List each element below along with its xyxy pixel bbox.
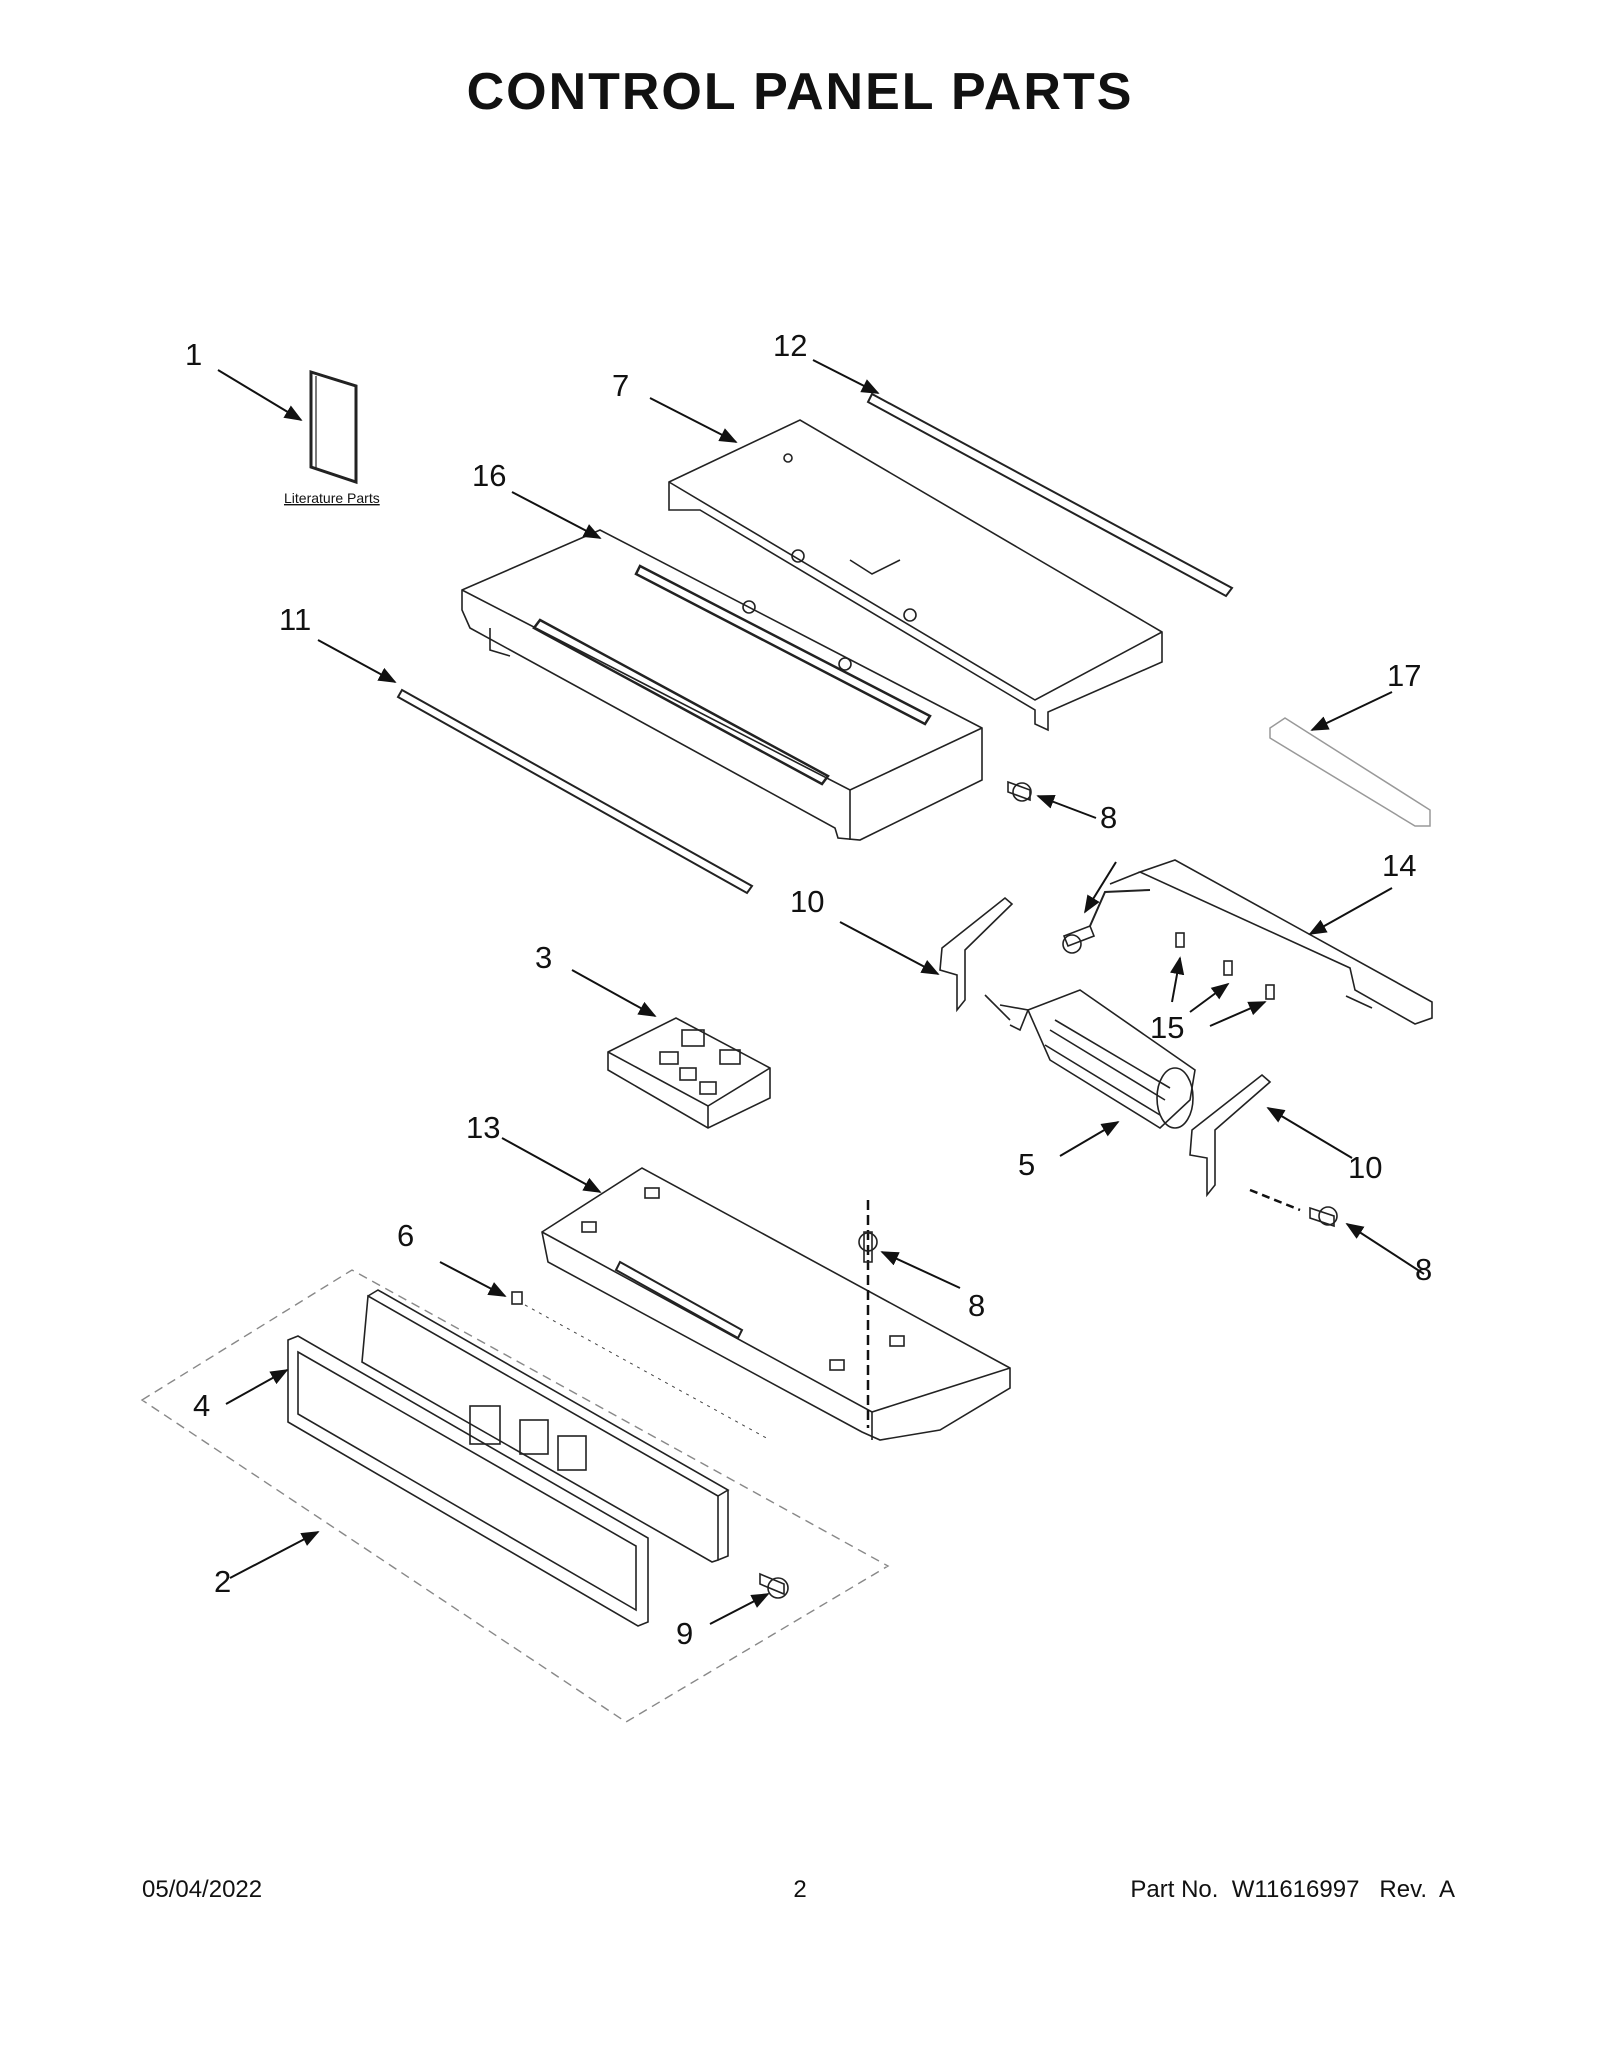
footer-date: 05/04/2022	[142, 1876, 263, 1903]
literature-parts-booklet	[309, 369, 358, 485]
callout-16: 16	[472, 458, 506, 493]
screw-8-right	[1309, 1206, 1338, 1228]
footer-page-number: 2	[793, 1876, 807, 1903]
console-panel	[361, 1289, 730, 1563]
callout-8-plate: 8	[968, 1288, 985, 1323]
fan-mounting-bracket	[1109, 859, 1433, 1025]
callout-2: 2	[214, 1564, 231, 1599]
callout-5: 5	[1018, 1147, 1035, 1182]
footer-part-number: Part No. W11616997 Rev. A	[1130, 1876, 1455, 1903]
callout-8-right: 8	[1415, 1252, 1432, 1287]
callout-6: 6	[397, 1218, 414, 1253]
top-cover-panel	[668, 419, 1163, 732]
electronic-control-board	[607, 1017, 771, 1129]
callout-17: 17	[1387, 658, 1421, 693]
literature-parts-label: Literature Parts	[284, 490, 380, 506]
callout-4: 4	[193, 1388, 210, 1423]
screw-8-upper	[1007, 780, 1032, 802]
callout-3: 3	[535, 940, 552, 975]
callout-15: 15	[1150, 1010, 1184, 1045]
fan-bracket-left	[939, 896, 1014, 1013]
page-title: CONTROL PANEL PARTS	[466, 63, 1134, 121]
cooling-fan-assembly	[984, 989, 1196, 1130]
screw-9	[759, 1572, 789, 1599]
callout-7: 7	[612, 368, 629, 403]
foam-strip	[1269, 717, 1431, 827]
control-panel-frame	[461, 529, 983, 841]
top-trim-strip	[866, 392, 1234, 598]
retainer-clip	[511, 1291, 523, 1305]
callout-1: 1	[185, 337, 202, 372]
control-mounting-plate	[541, 1167, 1011, 1441]
fan-bracket-right	[1189, 1073, 1272, 1198]
callout-14: 14	[1382, 848, 1416, 883]
callout-12: 12	[773, 328, 807, 363]
callout-10-right: 10	[1348, 1150, 1382, 1185]
callout-9: 9	[676, 1616, 693, 1651]
console-assembly-outline	[140, 1269, 890, 1723]
console-overlay	[287, 1335, 649, 1627]
callout-11: 11	[279, 602, 311, 637]
callout-10-left: 10	[790, 884, 824, 919]
bottom-trim-strip	[396, 688, 754, 895]
callout-8-upper: 8	[1100, 800, 1117, 835]
standoffs	[1175, 932, 1275, 1000]
screw-8-bracket	[1062, 889, 1151, 954]
screw-8-plate	[858, 1231, 878, 1263]
callout-13: 13	[466, 1110, 500, 1145]
callout-leaders	[217, 359, 1425, 1625]
